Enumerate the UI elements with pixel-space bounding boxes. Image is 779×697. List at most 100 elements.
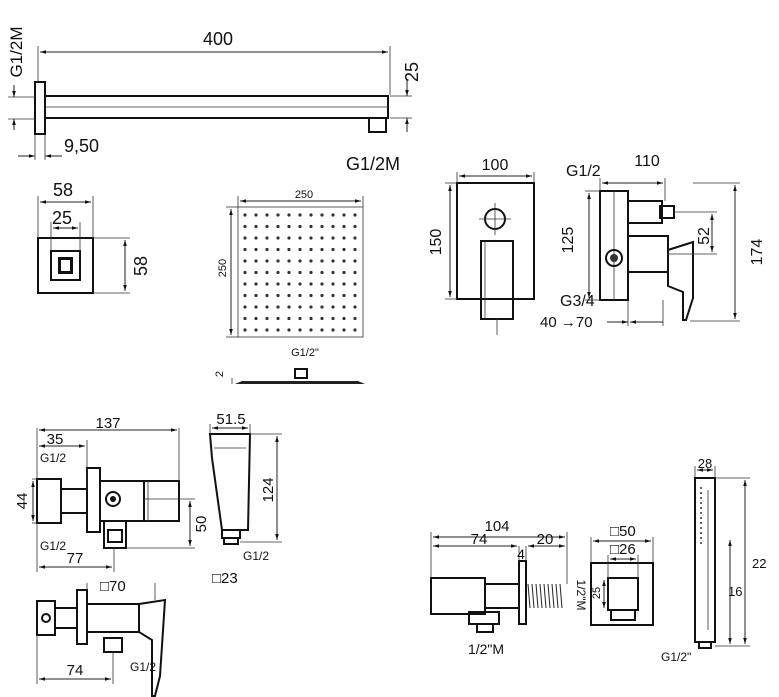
nozzle-dot (309, 259, 313, 263)
nozzle-dot (298, 247, 302, 252)
nozzle-dot (265, 270, 269, 275)
nozzle-dot (353, 293, 357, 298)
nozzle-dot (309, 316, 313, 321)
valve-height-label: 44 (14, 493, 31, 510)
nozzle-dot (353, 305, 357, 309)
nozzle-dot (353, 270, 357, 275)
nozzle-dot (353, 236, 357, 240)
nozzle-dot (298, 270, 302, 275)
head-connection-label: G1/2" (291, 347, 319, 359)
mixer-length-label: 74 (67, 662, 84, 679)
arm-thread-left-label: G1/2M (7, 26, 26, 77)
spray-length-label: 124 (260, 477, 277, 502)
nozzle-dot (331, 247, 335, 252)
mixer-front-drawing: 100 150 (428, 157, 535, 335)
valve-inner-length-label: 77 (67, 550, 84, 567)
thread-lines (527, 583, 563, 609)
nozzle-dot (298, 224, 302, 229)
nozzle-dot (331, 282, 335, 286)
outlet-plate-label: 4 (517, 546, 525, 562)
handshower-width-label: 28 (698, 456, 712, 471)
handshower-length-label: 22 (752, 556, 766, 571)
valve-length-label: 137 (95, 415, 120, 432)
nozzle-dot (309, 293, 313, 298)
handshower-thread-label: G1/2" (661, 650, 691, 664)
nozzle-dot (298, 328, 302, 332)
nozzle-dot (320, 247, 324, 252)
spray-width-label: 51.5 (216, 411, 245, 428)
nozzle-grid (243, 213, 357, 332)
nozzle-dot (265, 316, 269, 321)
nozzle-dot (243, 293, 247, 298)
spray-hole (700, 537, 702, 539)
nozzle-dot (353, 224, 357, 229)
nozzle-dot (276, 270, 280, 275)
nozzle-dot (309, 224, 313, 229)
nozzle-dot (254, 247, 258, 252)
spray-hole (700, 497, 702, 499)
nozzle-dot (342, 282, 346, 286)
head-width-label: 250 (295, 189, 313, 201)
handshower-head-label: 16 (728, 584, 742, 599)
nozzle-dot (276, 236, 280, 240)
nozzle-dot (320, 316, 324, 321)
nozzle-dot (298, 316, 302, 321)
nozzle-dot (243, 247, 247, 252)
nozzle-dot (287, 259, 291, 263)
mixer-thread-label: G1/2 (130, 660, 156, 674)
nozzle-dot (254, 328, 258, 332)
spray-hole (700, 507, 702, 509)
hand-spray-drawing: 51.5 124 G1/2 □23 (208, 411, 282, 587)
nozzle-dot (243, 316, 247, 321)
nozzle-dot (287, 282, 291, 286)
nozzle-dot (331, 270, 335, 275)
nozzle-dot (342, 224, 346, 229)
nozzle-dot (342, 328, 346, 332)
spray-hole (700, 522, 702, 524)
nozzle-dot (331, 236, 335, 240)
mixer-height-label: 150 (428, 229, 445, 256)
nozzle-dot (309, 270, 313, 275)
nozzle-dot (331, 213, 335, 217)
nozzle-dot (287, 270, 291, 275)
outlet-plate-inner-label: □26 (610, 541, 636, 558)
nozzle-dot (287, 213, 291, 217)
nozzle-dot (331, 259, 335, 263)
thread-line (559, 583, 563, 609)
flange-inner-label: 25 (52, 208, 72, 228)
nozzle-dot (331, 293, 335, 298)
nozzle-dot (276, 293, 280, 298)
valve-body-height-label: 50 (193, 516, 210, 533)
nozzle-dot (287, 247, 291, 252)
nozzle-dot (342, 259, 346, 263)
arm-offset-label: 9,50 (64, 136, 99, 156)
thread-line (539, 583, 543, 609)
mixer-depth-label: 110 (634, 153, 660, 170)
bidet-valve-drawing: 137 35 G1/2 44 G1/2 77 50 (14, 415, 210, 572)
nozzle-dot (243, 328, 247, 332)
nozzle-dot (265, 328, 269, 332)
spray-hole (700, 517, 702, 519)
nozzle-dot (320, 282, 324, 286)
nozzle-dot (254, 293, 258, 298)
nozzle-dot (309, 213, 313, 217)
bidet-mixer-drawing: □70 74 G1/2 (36, 578, 167, 697)
nozzle-dot (287, 224, 291, 229)
nozzle-dot (331, 224, 335, 229)
nozzle-dot (320, 224, 324, 229)
nozzle-dot (265, 293, 269, 298)
spray-hole (700, 487, 702, 489)
nozzle-dot (342, 213, 346, 217)
outlet-thread-side-label: 1/2"M (574, 580, 588, 611)
arm-height-label: 25 (402, 62, 422, 82)
outlet-body-label: 74 (471, 531, 488, 548)
nozzle-dot (309, 328, 313, 332)
thread-line (547, 583, 551, 609)
nozzle-dot (353, 247, 357, 252)
wall-outlet-drawing: 104 74 20 4 1/2"M 1/2"M (430, 518, 588, 657)
nozzle-dot (353, 328, 357, 332)
spray-thread-label: G1/2 (243, 549, 269, 563)
nozzle-dot (342, 270, 346, 275)
nozzle-dot (254, 270, 258, 275)
